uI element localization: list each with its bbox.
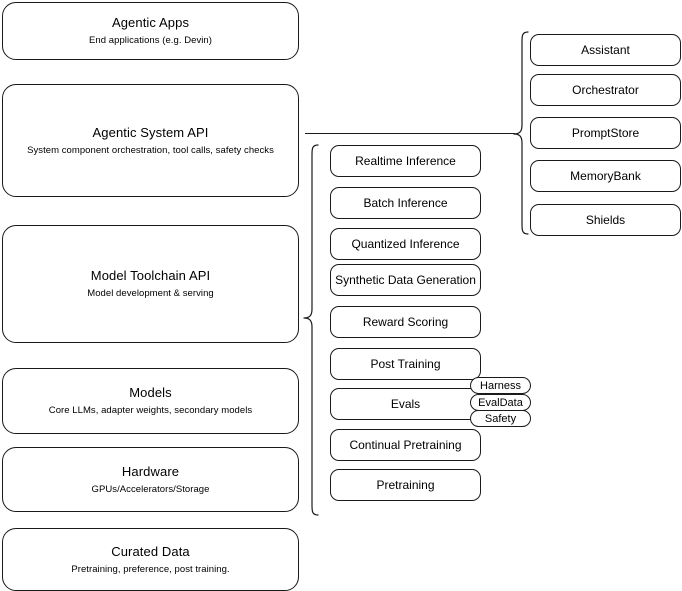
toolchain-component-reward-scoring[interactable]: Reward Scoring bbox=[330, 306, 481, 338]
layer-subtitle: System component orchestration, tool cal… bbox=[27, 144, 274, 156]
toolchain-component-synthetic-data-generation[interactable]: Synthetic Data Generation bbox=[330, 264, 481, 296]
chip-label: Pretraining bbox=[376, 478, 435, 492]
chip-label: Post Training bbox=[370, 357, 441, 371]
chip-label: PromptStore bbox=[571, 126, 640, 140]
toolchain-component-post-training[interactable]: Post Training bbox=[330, 348, 481, 380]
chip-label: Orchestrator bbox=[572, 83, 639, 97]
toolchain-component-pretraining[interactable]: Pretraining bbox=[330, 469, 481, 501]
layer-box-agentic-system-api[interactable]: Agentic System API System component orch… bbox=[2, 84, 299, 197]
chip-label: Assistant bbox=[581, 43, 630, 57]
layer-title: Models bbox=[129, 385, 172, 400]
layer-title: Agentic Apps bbox=[111, 15, 190, 30]
eval-badge-safety[interactable]: Safety bbox=[470, 410, 531, 427]
chip-label: Batch Inference bbox=[363, 196, 448, 210]
toolchain-component-batch-inference[interactable]: Batch Inference bbox=[330, 187, 481, 219]
system-component-orchestrator[interactable]: Orchestrator bbox=[530, 74, 681, 106]
layer-title: Agentic System API bbox=[92, 124, 209, 140]
layer-box-model-toolchain-api[interactable]: Model Toolchain API Model development & … bbox=[2, 225, 299, 343]
chip-label: Evals bbox=[390, 397, 421, 411]
brace-system bbox=[513, 31, 529, 235]
eval-badge-harness[interactable]: Harness bbox=[470, 377, 531, 394]
toolchain-component-continual-pretraining[interactable]: Continual Pretraining bbox=[330, 429, 481, 461]
layer-box-agentic-apps[interactable]: Agentic Apps End applications (e.g. Devi… bbox=[2, 2, 299, 60]
layer-subtitle: End applications (e.g. Devin) bbox=[89, 35, 212, 46]
chip-label: Synthetic Data Generation bbox=[335, 273, 476, 287]
layer-title: Model Toolchain API bbox=[90, 268, 211, 283]
layer-title: Hardware bbox=[121, 463, 180, 479]
toolchain-component-realtime-inference[interactable]: Realtime Inference bbox=[330, 145, 481, 177]
system-component-assistant[interactable]: Assistant bbox=[530, 34, 681, 66]
layer-box-models[interactable]: Models Core LLMs, adapter weights, secon… bbox=[2, 368, 299, 434]
brace-toolchain bbox=[303, 144, 319, 516]
toolchain-component-quantized-inference[interactable]: Quantized Inference bbox=[330, 228, 481, 260]
connector-line-system-api bbox=[305, 133, 515, 134]
layer-subtitle: Pretraining, preference, post training. bbox=[71, 563, 230, 575]
system-component-promptstore[interactable]: PromptStore bbox=[530, 117, 681, 149]
layer-subtitle: Model development & serving bbox=[87, 288, 214, 299]
pill-label: EvalData bbox=[478, 396, 523, 409]
system-component-shields[interactable]: Shields bbox=[530, 204, 681, 236]
layer-subtitle: GPUs/Accelerators/Storage bbox=[91, 483, 210, 495]
eval-badge-evaldata[interactable]: EvalData bbox=[470, 394, 531, 411]
layer-box-curated-data[interactable]: Curated Data Pretraining, preference, po… bbox=[2, 528, 299, 591]
chip-label: Realtime Inference bbox=[355, 154, 456, 168]
chip-label: Continual Pretraining bbox=[349, 438, 462, 452]
chip-label: MemoryBank bbox=[570, 169, 641, 183]
toolchain-component-evals[interactable]: Evals bbox=[330, 388, 481, 420]
pill-label: Harness bbox=[480, 379, 521, 392]
chip-label: Shields bbox=[585, 213, 626, 227]
system-component-memorybank[interactable]: MemoryBank bbox=[530, 160, 681, 192]
layer-subtitle: Core LLMs, adapter weights, secondary mo… bbox=[48, 405, 253, 416]
pill-label: Safety bbox=[484, 412, 517, 425]
chip-label: Reward Scoring bbox=[362, 315, 449, 329]
layer-title: Curated Data bbox=[111, 543, 190, 559]
chip-label: Quantized Inference bbox=[351, 237, 460, 251]
layer-box-hardware[interactable]: Hardware GPUs/Accelerators/Storage bbox=[2, 447, 299, 512]
